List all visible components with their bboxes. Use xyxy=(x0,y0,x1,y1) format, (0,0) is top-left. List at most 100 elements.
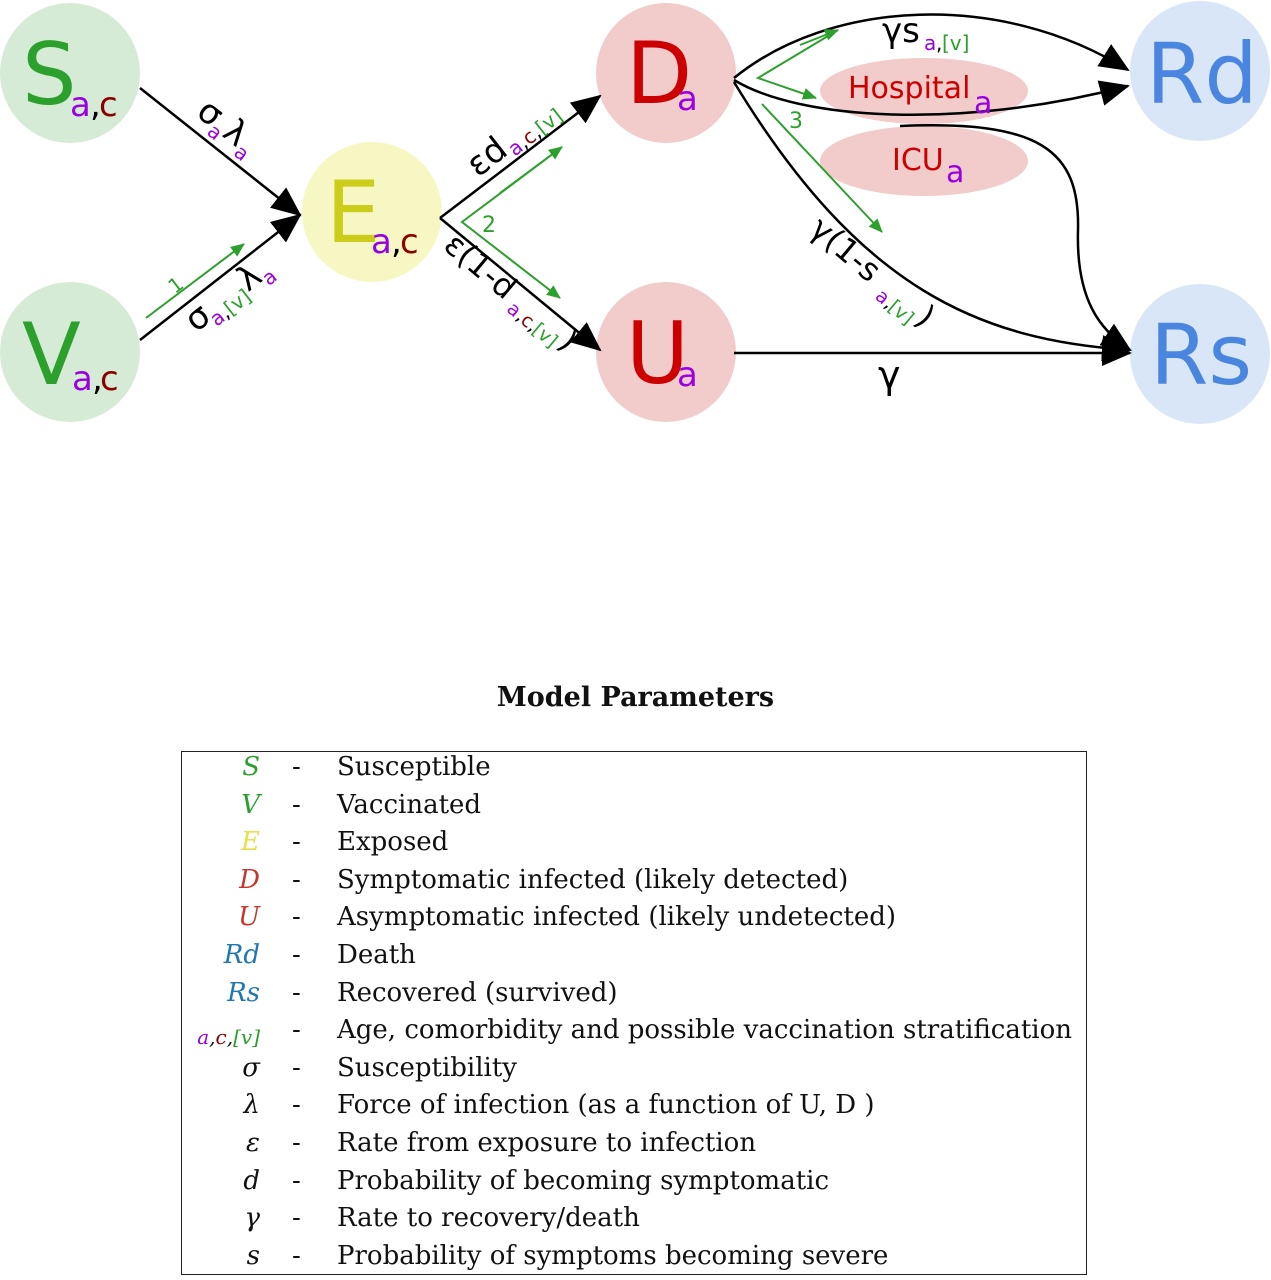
legend-row: Rs-Recovered (survived) xyxy=(182,978,1086,1016)
legend-strat-v: [v] xyxy=(233,1025,260,1050)
legend-row: s-Probability of symptoms becoming sever… xyxy=(182,1241,1086,1279)
legend-description: Asymptomatic infected (likely undetected… xyxy=(337,902,897,933)
legend-dash: - xyxy=(292,902,301,933)
legend-dash: - xyxy=(292,940,301,970)
legend-row: ε-Rate from exposure to infection xyxy=(182,1128,1086,1166)
annotation-3: 3 xyxy=(789,109,803,134)
legend-symbol: Rs xyxy=(227,977,260,1008)
label-s-to-e: σ a λ a xyxy=(189,91,255,166)
legend-dash: - xyxy=(292,1203,301,1234)
legend-dash: - xyxy=(292,1090,301,1121)
legend-symbol: Rd xyxy=(223,940,260,970)
legend-description: Death xyxy=(337,940,416,970)
legend-symbol: γ xyxy=(244,1203,260,1234)
arrow-v-to-e xyxy=(139,213,302,341)
legend-description: Susceptible xyxy=(337,752,491,782)
legend-description: Rate from exposure to infection xyxy=(337,1128,757,1158)
arrow-d-to-rd-top xyxy=(733,13,1130,79)
annotation-1: 1 xyxy=(163,272,188,299)
legend-title: Model Parameters xyxy=(496,682,775,713)
legend-dash: - xyxy=(292,1128,301,1158)
label-u-to-rs: γ xyxy=(878,353,901,397)
legend-description: Symptomatic infected (likely detected) xyxy=(337,864,849,895)
node-v-circle xyxy=(0,282,140,422)
green-arrow-2-top-head xyxy=(499,146,563,194)
legend-dash: - xyxy=(292,1052,301,1083)
legend-description: Force of infection (as a function of U, … xyxy=(337,1090,875,1121)
legend-symbol: λ xyxy=(243,1090,260,1121)
node-v-sub-sep: , xyxy=(92,359,103,399)
arrow-d-to-rd-bottom xyxy=(733,78,1130,116)
icu-ellipse xyxy=(820,126,1028,196)
legend-dash: - xyxy=(292,1165,301,1196)
compartment-diagram: S a , c V a , c E a , c D a U a Rd Rs Ho… xyxy=(0,1,1270,424)
node-d-label: D xyxy=(626,24,692,124)
node-rs-label: Rs xyxy=(1150,306,1252,404)
label-d-to-rd-main: γs xyxy=(882,11,920,51)
legend-description: Vaccinated xyxy=(337,789,482,820)
legend-row: D - Symptomatic infected (likely detected) xyxy=(182,865,1086,903)
green-arrow-hospital xyxy=(755,29,839,100)
label-d-to-rd: γs a , [v] xyxy=(882,11,969,55)
legend-row: E - Exposed xyxy=(182,827,1086,865)
node-e-sub-a: a xyxy=(371,222,392,262)
legend-dash: - xyxy=(292,827,301,858)
node-d-sub-a: a xyxy=(677,79,698,119)
legend-symbol: a,c,[v] xyxy=(197,1025,260,1049)
node-s-label: S xyxy=(22,25,77,125)
hospital-sub: a xyxy=(974,86,992,121)
legend-row: S-Susceptible xyxy=(182,752,1086,790)
node-s-sub-sep: , xyxy=(90,85,101,125)
legend-dash: - xyxy=(292,789,301,820)
node-s-circle xyxy=(0,3,140,143)
node-s-sub-a: a xyxy=(70,85,91,125)
node-d-circle xyxy=(596,3,736,143)
legend-row: a,c,[v] - Age, comorbidity and possible va… xyxy=(182,1015,1086,1053)
legend-row: γ-Rate to recovery/death xyxy=(182,1203,1086,1241)
legend-description: Probability of becoming symptomatic xyxy=(337,1165,830,1196)
node-rs-circle xyxy=(1130,284,1270,424)
legend-dash: - xyxy=(292,977,301,1008)
node-u-circle xyxy=(596,282,736,422)
label-d-to-rs-main: γ(1-s xyxy=(803,209,889,290)
green-arrow-hospital-top-head xyxy=(799,29,839,46)
legend-strat-sep: , xyxy=(226,1025,234,1050)
legend-symbol: V xyxy=(241,789,260,820)
legend-strat-sep: , xyxy=(209,1025,216,1050)
node-v-sub-a: a xyxy=(72,359,93,399)
label-d-to-rs: γ(1-s a , [v] ) xyxy=(803,209,943,335)
label-e-to-u: ε(1-d a , c , [v] ) xyxy=(437,225,586,359)
green-arrow-3 xyxy=(761,103,883,233)
legend-dash: - xyxy=(292,864,301,895)
legend-symbol: d xyxy=(243,1165,260,1196)
node-s-sub-c: c xyxy=(99,85,118,125)
hospital-label: Hospital xyxy=(848,71,970,106)
legend-description: Susceptibility xyxy=(337,1052,517,1083)
legend-dash: - xyxy=(292,1015,301,1046)
legend-symbol: E xyxy=(241,827,260,858)
legend-row: U-Asymptomatic infected (likely undetect… xyxy=(182,902,1086,940)
annotation-2: 2 xyxy=(482,213,496,238)
arrow-e-to-d xyxy=(439,94,602,219)
icu-sub: a xyxy=(946,155,964,190)
label-d-to-rd-sub-a: a xyxy=(924,31,936,55)
legend-symbol: S xyxy=(242,752,260,782)
icu-label: ICU xyxy=(892,143,944,178)
legend-row: V - Vaccinated xyxy=(182,790,1086,828)
node-e-circle xyxy=(302,142,442,282)
legend-description: Exposed xyxy=(337,827,449,858)
label-d-to-rd-sub-v: [v] xyxy=(942,31,969,55)
label-v-to-e: σ a , [v] λ a xyxy=(177,256,282,341)
legend-strat-c: c xyxy=(215,1025,227,1050)
node-rd-circle xyxy=(1130,1,1270,141)
label-d-to-rd-sep: , xyxy=(936,31,942,55)
arrow-hospital-to-rs xyxy=(899,124,1132,352)
legend-description: Age, comorbidity and possible vaccinatio… xyxy=(337,1015,1073,1046)
legend-row: Rd - Death xyxy=(182,940,1086,978)
node-e-label: E xyxy=(326,163,380,263)
legend-symbol: s xyxy=(246,1240,260,1271)
legend-symbol: D xyxy=(239,864,260,895)
node-e-sub-sep: , xyxy=(391,222,402,262)
legend-dash: - xyxy=(292,1240,301,1271)
